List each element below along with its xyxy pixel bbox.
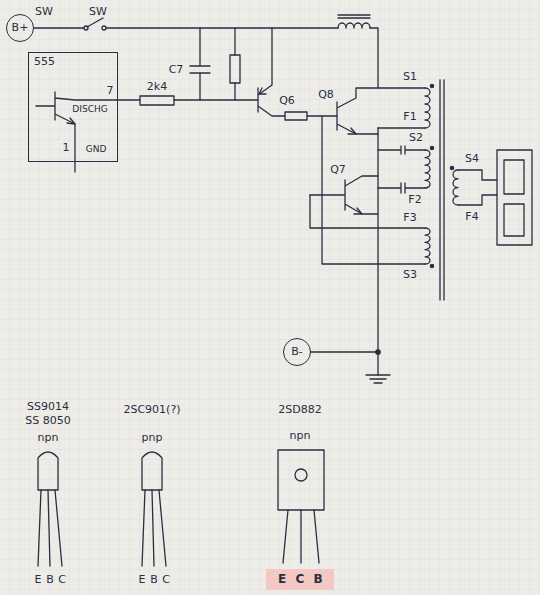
- polarity-dot: [430, 264, 433, 267]
- wire: [174, 99, 258, 100]
- ground-symbol: [366, 375, 390, 383]
- pin-label: 7: [107, 85, 114, 97]
- wire: [378, 127, 425, 128]
- wire: [458, 170, 497, 205]
- emitter-arrow: [67, 118, 75, 124]
- resistor-symbol: [140, 96, 174, 105]
- winding-label: S4: [465, 153, 479, 165]
- winding-label: F3: [403, 212, 416, 224]
- winding-label: S1: [403, 71, 417, 83]
- transformer-core: [440, 80, 444, 300]
- pin-label: 1: [63, 142, 70, 154]
- winding-label: S2: [409, 132, 423, 144]
- transformer-winding: [425, 228, 430, 264]
- pin-name: C: [162, 574, 170, 586]
- resistor-symbol: [230, 55, 240, 83]
- transformer-winding: [425, 150, 430, 188]
- transistor-symbol: [337, 88, 378, 134]
- polarity-dot: [430, 84, 433, 87]
- package-leads: [142, 490, 166, 566]
- polarity-dot: [430, 146, 433, 149]
- winding-label: F2: [408, 194, 421, 206]
- package-leads: [283, 510, 319, 563]
- pin-name: B: [313, 573, 322, 586]
- inductor-symbol: [338, 23, 370, 28]
- to92-package: [38, 452, 58, 490]
- pin-name: E: [35, 574, 42, 586]
- switch-label: SW: [89, 6, 107, 18]
- polarity-type: pnp: [142, 432, 163, 444]
- part-number: 2SC901(?): [123, 404, 180, 416]
- junction-dot: [376, 350, 380, 354]
- pin-name: B: [150, 574, 158, 586]
- transistor-label: Q7: [330, 164, 346, 176]
- transistor-label: Q8: [318, 89, 334, 101]
- pin-name: E: [139, 574, 146, 586]
- pin-highlight: [266, 569, 334, 590]
- node-label: 555: [34, 56, 112, 69]
- polarity-type: npn: [290, 430, 311, 442]
- emitter-arrow: [348, 128, 356, 134]
- load-outline: [497, 150, 532, 245]
- winding-label: F4: [465, 211, 478, 223]
- supply-terminal: B-: [283, 338, 311, 366]
- part-label: C7: [169, 64, 184, 76]
- part-number: SS9014: [27, 401, 69, 413]
- pin-name: B: [46, 574, 54, 586]
- pin-label: GND: [86, 145, 107, 155]
- capacitor-symbol: [378, 146, 425, 154]
- wire: [234, 28, 235, 100]
- polarity-type: npn: [38, 432, 59, 444]
- to126-package: [278, 450, 324, 510]
- to92-package: [142, 452, 162, 490]
- wire: [322, 116, 425, 264]
- package-leads: [38, 490, 62, 566]
- node-label: B-: [291, 346, 303, 359]
- pin-name: E: [278, 573, 286, 586]
- wire: [311, 351, 378, 352]
- capacitor-symbol: [190, 28, 210, 100]
- pin-label: DISCHG: [72, 105, 107, 115]
- wire: [34, 27, 84, 28]
- discharge-transistor: [36, 92, 140, 172]
- node-label: B+: [12, 22, 29, 35]
- mounting-hole: [295, 469, 307, 481]
- switch-label: SW: [35, 6, 53, 18]
- part-label: 2k4: [147, 81, 167, 93]
- polarity-dot: [450, 166, 453, 169]
- emitter-arrow: [354, 208, 362, 214]
- supply-terminal: B+: [6, 14, 34, 42]
- winding-label: S3: [403, 269, 417, 281]
- wire: [310, 195, 425, 228]
- load-part: [504, 160, 524, 194]
- switch-lever: [87, 18, 103, 27]
- transistor-label: Q6: [279, 95, 295, 107]
- transformer-winding: [425, 88, 430, 128]
- part-number: SS 8050: [25, 415, 70, 427]
- pin-name: C: [58, 574, 66, 586]
- transistor-symbol: [310, 176, 378, 214]
- wire: [106, 27, 338, 28]
- pin-name: C: [296, 573, 305, 586]
- emitter-arrow: [259, 88, 266, 94]
- winding-label: F1: [403, 111, 416, 123]
- transformer-winding: [453, 170, 458, 205]
- capacitor-symbol: [378, 183, 425, 193]
- resistor-symbol: [285, 112, 307, 120]
- wire: [377, 128, 378, 375]
- load-part: [504, 204, 524, 236]
- wire: [370, 28, 425, 88]
- inductor-core: [338, 15, 370, 18]
- part-number: 2SD882: [278, 404, 321, 416]
